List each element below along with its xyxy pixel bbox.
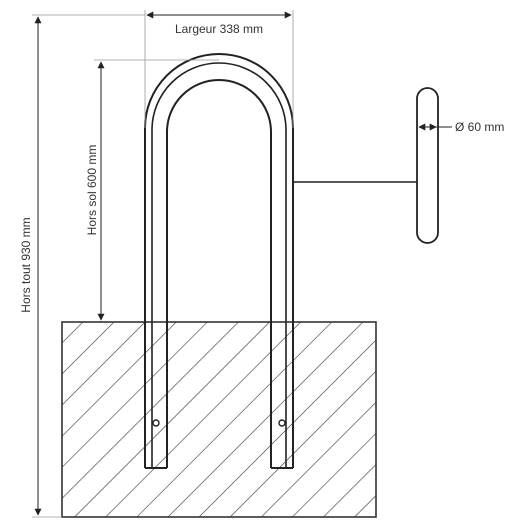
anchor-pin-right [278,419,286,427]
overall-height-label: Hors tout 930 mm [19,217,33,312]
overall-height-dimension: Hors tout 930 mm [19,14,145,518]
anchor-pin-left [152,419,160,427]
width-label: Largeur 338 mm [175,22,263,36]
u-guard [144,53,294,469]
above-ground-height-label: Hors sol 600 mm [85,145,99,236]
diameter-label: Ø 60 mm [455,120,504,134]
tube-side-view: Ø 60 mm [293,87,504,244]
ground-block [61,321,377,518]
above-ground-height-dimension: Hors sol 600 mm [85,59,219,321]
width-dimension: Largeur 338 mm [144,10,294,128]
